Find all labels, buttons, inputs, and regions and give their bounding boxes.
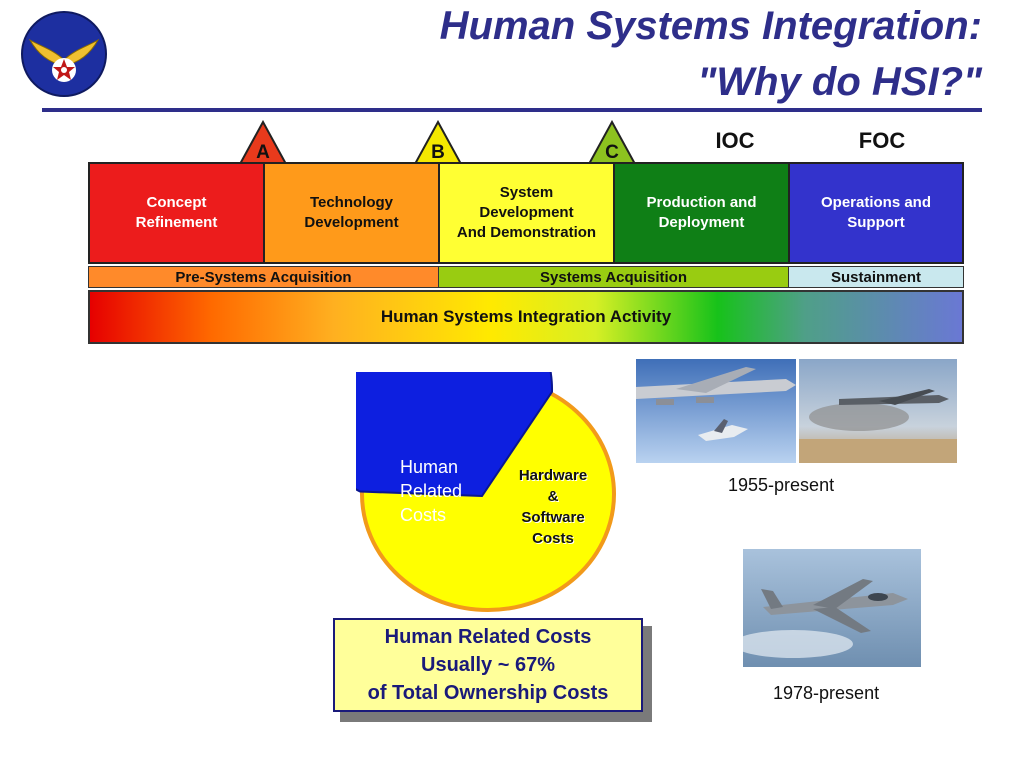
phase-concept-refinement-label: Concept Refinement xyxy=(135,194,218,231)
phase-concept-refinement: Concept Refinement xyxy=(88,162,265,264)
band-sustainment: Sustainment xyxy=(788,266,964,288)
air-force-logo xyxy=(20,10,108,98)
b52-takeoff-photo xyxy=(799,359,957,463)
band-systems-acquisition-label: Systems Acquisition xyxy=(540,268,687,286)
caption-f16: 1978-present xyxy=(773,683,880,703)
ioc-label: IOC xyxy=(715,128,755,153)
phase-system-development-label: System Development And Demonstration xyxy=(456,184,597,241)
milestone-a-label: A xyxy=(256,142,270,163)
phase-operations-support: Operations and Support xyxy=(788,162,964,264)
phase-production-deployment: Production and Deployment xyxy=(613,162,790,264)
cost-summary-line-3: of Total Ownership Costs xyxy=(367,682,609,704)
title-line-2: "Why do HSI?" xyxy=(697,60,982,104)
hsi-activity-bar: Human Systems Integration Activity xyxy=(88,290,964,344)
milestone-b-label: B xyxy=(431,142,445,163)
phase-system-development: System Development And Demonstration xyxy=(438,162,615,264)
title-underline xyxy=(42,108,982,112)
milestone-c-marker: C xyxy=(587,120,637,166)
band-pre-systems-acquisition-label: Pre-Systems Acquisition xyxy=(175,268,352,286)
f16-photo xyxy=(743,549,921,667)
cost-summary-box: Human Related Costs Usually ~ 67% of Tot… xyxy=(333,618,643,712)
phase-operations-support-label: Operations and Support xyxy=(820,194,932,231)
hsi-activity-label: Human Systems Integration Activity xyxy=(380,307,672,326)
milestone-a-marker: A xyxy=(238,120,288,166)
milestone-c-label: C xyxy=(605,142,619,163)
title-line-1: Human Systems Integration: xyxy=(439,4,982,48)
milestone-b-marker: B xyxy=(413,120,463,166)
pie-hardware-software-label: Hardware & Software Costs xyxy=(518,467,588,547)
pie-human-costs-label: Human Related Costs xyxy=(400,457,463,525)
cost-summary-line-1: Human Related Costs xyxy=(384,626,592,648)
phase-technology-development: Technology Development xyxy=(263,162,440,264)
foc-label: FOC xyxy=(858,128,906,153)
caption-b52: 1955-present xyxy=(728,475,835,495)
cost-summary-line-2: Usually ~ 67% xyxy=(421,654,555,676)
phase-technology-development-label: Technology Development xyxy=(304,194,399,231)
phase-production-deployment-label: Production and Deployment xyxy=(646,194,757,231)
band-systems-acquisition: Systems Acquisition xyxy=(438,266,789,288)
b52-x38-photo xyxy=(636,359,796,463)
band-pre-systems-acquisition: Pre-Systems Acquisition xyxy=(88,266,439,288)
band-sustainment-label: Sustainment xyxy=(830,268,921,286)
